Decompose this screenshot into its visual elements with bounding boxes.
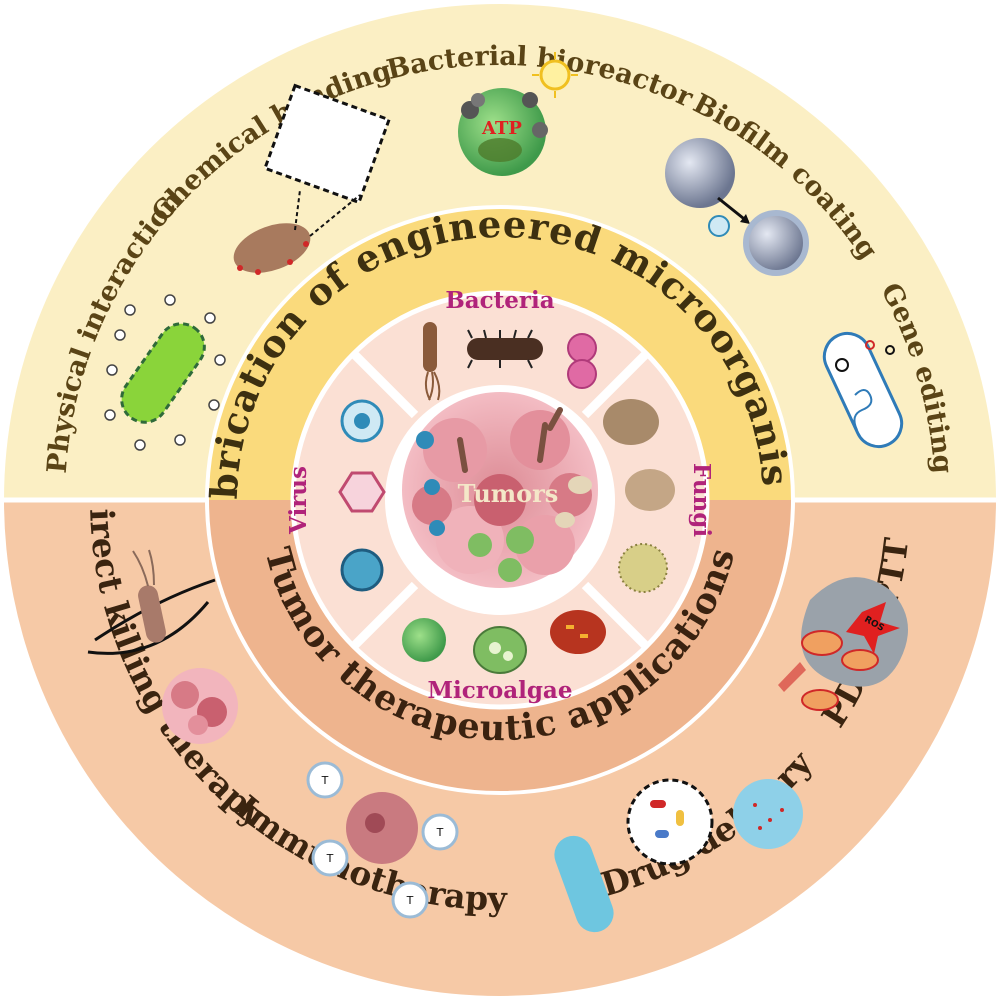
fungi-label: Fungi [688, 463, 715, 537]
microalgae-icon [402, 610, 606, 674]
spiked-bacterium-icon [467, 329, 543, 369]
immunotherapy-icon: T T T T [306, 761, 459, 919]
bacterial-bioreactor-icon: ATP [458, 88, 548, 176]
tumors-label: Tumors [458, 479, 559, 508]
svg-text:T: T [406, 894, 414, 907]
core-dividers [350, 350, 650, 650]
microalgae-label: Microalgae [428, 677, 573, 704]
rod-bacterium-icon [423, 322, 441, 401]
drug-delivery-icon [554, 778, 803, 933]
svg-text:T: T [326, 852, 334, 865]
virus-icon [338, 399, 386, 592]
physical-interaction-bacterium-icon [104, 294, 226, 451]
chemical-bonding-icon [233, 83, 391, 275]
pdt-ptt-icon: ROS [778, 577, 908, 711]
tumor-mass-icon [402, 392, 598, 588]
atp-label: ATP [481, 118, 522, 139]
svg-text:T: T [321, 774, 329, 787]
diplococcus-icon [567, 333, 597, 389]
biofilm-coating-icon [665, 138, 809, 276]
bacteria-label: Bacteria [445, 287, 554, 314]
sun-icon [532, 52, 578, 98]
tumor-cluster-icon [162, 668, 238, 744]
virus-label: Virus [285, 466, 312, 535]
fungi-spore-icon [603, 399, 675, 593]
direct-killing-icon [87, 549, 216, 655]
svg-text:T: T [436, 826, 444, 839]
gene-editing-icon [822, 331, 904, 449]
